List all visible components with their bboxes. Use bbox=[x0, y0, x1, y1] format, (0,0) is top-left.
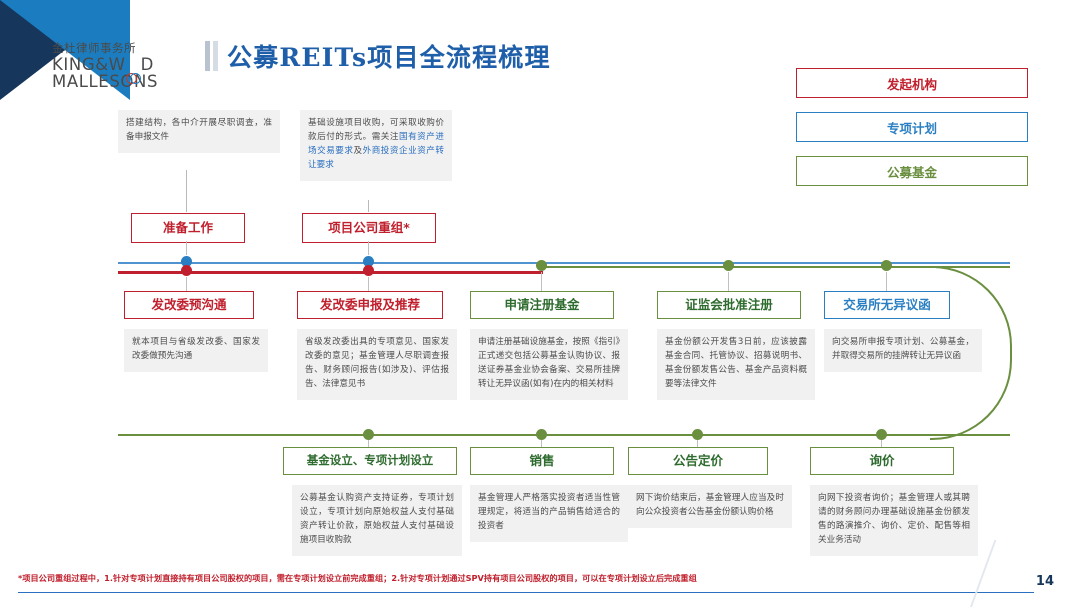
timeline-dot-blue bbox=[363, 256, 374, 267]
desc-csrc-approval: 基金份额公开发售3日前，应该披露基金合同、托管协议、招募说明书、基金份额发售公告… bbox=[657, 329, 815, 400]
desc-text: 就本项目与省级发改委、国家发改委做预先沟通 bbox=[132, 337, 260, 361]
note-text-plain3: 及 bbox=[353, 145, 363, 156]
desc-text: 省级发改委出具的专项意见、国家发改委的意见；基金管理人尽职调查报告、财务顾问报告… bbox=[305, 337, 449, 389]
connector-line bbox=[728, 272, 730, 291]
connector-line bbox=[541, 440, 543, 448]
step-label: 询价 bbox=[869, 452, 895, 468]
connector-line bbox=[368, 277, 370, 291]
desc-text: 网下询价结束后，基金管理人应当及时向公众投资者公告基金份额认购价格 bbox=[636, 493, 784, 517]
logo-en-pre: KING&W bbox=[52, 55, 126, 75]
desc-text: 基金管理人严格落实投资者适当性管理规定，将适当的产品销售给适合的投资者 bbox=[478, 493, 620, 531]
footnote: *项目公司重组过程中，1.针对专项计划直接持有项目公司股权的项目，需在专项计划设… bbox=[18, 573, 697, 583]
connector-line bbox=[697, 440, 699, 448]
page-title: 公募REITs项目全流程梳理 bbox=[205, 38, 551, 74]
desc-ndrc-pre-communication: 就本项目与省级发改委、国家发改委做预先沟通 bbox=[124, 329, 268, 372]
timeline-dot-green bbox=[536, 429, 547, 440]
timeline-dot-red bbox=[181, 265, 192, 276]
note-restructuring: 基础设施项目收购，可采取收购价款后付的形式。需关注国有资产进场交易要求及外商投资… bbox=[300, 110, 452, 181]
corner-blue-triangle bbox=[0, 0, 130, 100]
desc-text: 向交易所申报专项计划、公募基金，并取得交易所的挂牌转让无异议函 bbox=[832, 337, 974, 361]
legend-item-public-fund: 公募基金 bbox=[796, 156, 1028, 186]
timeline-green-top-track bbox=[540, 266, 1010, 269]
corner-decoration bbox=[0, 0, 130, 100]
footer-decoration bbox=[960, 540, 1080, 607]
connector-line bbox=[368, 440, 370, 448]
logo-chinese-name: 金杜律师事务所 bbox=[52, 41, 136, 55]
step-fund-and-plan-establishment[interactable]: 基金设立、专项计划设立 bbox=[283, 447, 457, 475]
timeline-dot-green bbox=[876, 429, 887, 440]
step-label: 证监会批准注册 bbox=[685, 296, 773, 312]
legend-label: 专项计划 bbox=[886, 120, 937, 136]
timeline-dot-green bbox=[723, 260, 734, 271]
connector-line bbox=[368, 200, 370, 212]
step-preparation[interactable]: 准备工作 bbox=[131, 213, 245, 243]
desc-text: 申请注册基础设施基金，按照《指引》正式递交包括公募基金认购协议、报送证券基金业协… bbox=[478, 337, 620, 389]
desc-text: 向网下投资者询价；基金管理人或其聘请的财务顾问办理基础设施基金份额发售的路演推介… bbox=[818, 493, 970, 545]
step-ndrc-filing-recommendation[interactable]: 发改委申报及推荐 bbox=[297, 291, 443, 319]
note-text-highlight2: 外商投资企业资产转让要求 bbox=[308, 145, 444, 170]
timeline-blue-track bbox=[118, 262, 1010, 265]
footer-divider bbox=[18, 592, 1034, 594]
timeline-dot-green bbox=[692, 429, 703, 440]
step-label: 销售 bbox=[529, 452, 555, 468]
title-text: 公募REITs项目全流程梳理 bbox=[227, 43, 551, 72]
note-text-highlight1: 国有资产进场交易要求 bbox=[308, 131, 444, 156]
step-csrc-approval[interactable]: 证监会批准注册 bbox=[657, 291, 801, 319]
step-price-announcement[interactable]: 公告定价 bbox=[628, 447, 768, 475]
desc-text: 基金份额公开发售3日前，应该披露基金合同、托管协议、招募说明书、基金份额发售公告… bbox=[665, 337, 807, 389]
connector-line bbox=[368, 241, 370, 255]
desc-apply-fund-registration: 申请注册基础设施基金，按照《指引》正式递交包括公募基金认购协议、报送证券基金业协… bbox=[470, 329, 628, 400]
legend-item-originator: 发起机构 bbox=[796, 68, 1028, 98]
title-bars-icon bbox=[205, 41, 218, 71]
timeline-red-track bbox=[118, 271, 543, 274]
note-text-plain1: 基础设施项目收购，可采取收购价款后付的形式。 bbox=[308, 118, 444, 142]
step-label: 项目公司重组* bbox=[328, 219, 410, 235]
connector-line bbox=[186, 241, 188, 255]
timeline-dot-red bbox=[363, 265, 374, 276]
timeline-dot-green bbox=[363, 429, 374, 440]
logo-english-line2: MALLESONS bbox=[52, 72, 159, 92]
desc-bookbuilding-inquiry: 向网下投资者询价；基金管理人或其聘请的财务顾问办理基础设施基金份额发售的路演推介… bbox=[810, 485, 978, 556]
step-exchange-no-objection-letter[interactable]: 交易所无异议函 bbox=[824, 291, 950, 319]
step-bookbuilding-inquiry[interactable]: 询价 bbox=[810, 447, 954, 475]
desc-exchange-no-objection-letter: 向交易所申报专项计划、公募基金，并取得交易所的挂牌转让无异议函 bbox=[824, 329, 982, 372]
step-label: 公告定价 bbox=[672, 452, 723, 468]
desc-ndrc-filing-recommendation: 省级发改委出具的专项意见、国家发改委的意见；基金管理人尽职调查报告、财务顾问报告… bbox=[297, 329, 457, 400]
step-sales[interactable]: 销售 bbox=[470, 447, 614, 475]
step-label: 发改委预沟通 bbox=[151, 296, 227, 312]
timeline-dot-green bbox=[881, 260, 892, 271]
desc-text: 公募基金认购资产支持证券，专项计划设立，专项计划向原始权益人支付基础资产转让价款… bbox=[300, 493, 454, 545]
note-preparation: 搭建结构，各中介开展尽职调查，准备申报文件 bbox=[118, 110, 280, 153]
step-project-company-restructuring[interactable]: 项目公司重组* bbox=[302, 213, 436, 243]
connector-line bbox=[541, 272, 543, 291]
step-apply-fund-registration[interactable]: 申请注册基金 bbox=[470, 291, 614, 319]
page-number: 14 bbox=[1035, 574, 1054, 589]
step-ndrc-pre-communication[interactable]: 发改委预沟通 bbox=[124, 291, 254, 319]
kwm-logo: 金杜律师事务所 KING&W D MALLESONS bbox=[52, 42, 180, 91]
legend-label: 发起机构 bbox=[886, 76, 937, 92]
logo-en-post: D bbox=[140, 55, 154, 75]
desc-sales: 基金管理人严格落实投资者适当性管理规定，将适当的产品销售给适合的投资者 bbox=[470, 485, 628, 542]
desc-price-announcement: 网下询价结束后，基金管理人应当及时向公众投资者公告基金份额认购价格 bbox=[628, 485, 792, 528]
note-text: 搭建结构，各中介开展尽职调查，准备申报文件 bbox=[126, 118, 272, 142]
legend-label: 公募基金 bbox=[886, 164, 937, 180]
timeline-green-bottom-track bbox=[118, 434, 1010, 437]
desc-fund-and-plan-establishment: 公募基金认购资产支持证券，专项计划设立，专项计划向原始权益人支付基础资产转让价款… bbox=[292, 485, 462, 556]
step-label: 交易所无异议函 bbox=[843, 296, 931, 312]
step-label: 申请注册基金 bbox=[504, 296, 580, 312]
connector-line bbox=[186, 277, 188, 291]
legend: 发起机构 专项计划 公募基金 bbox=[796, 68, 1028, 200]
timeline-dot-blue bbox=[181, 256, 192, 267]
connector-line bbox=[886, 272, 888, 291]
step-label: 准备工作 bbox=[162, 219, 213, 235]
step-label: 发改委申报及推荐 bbox=[319, 296, 420, 312]
note-text-plain2: 需关注 bbox=[371, 131, 399, 142]
logo-english-line1: KING&W D bbox=[52, 55, 180, 85]
step-label: 基金设立、专项计划设立 bbox=[306, 453, 434, 468]
connector-line bbox=[186, 170, 188, 212]
timeline-dot-green bbox=[536, 260, 547, 271]
legend-item-abs-plan: 专项计划 bbox=[796, 112, 1028, 142]
connector-line bbox=[881, 440, 883, 448]
